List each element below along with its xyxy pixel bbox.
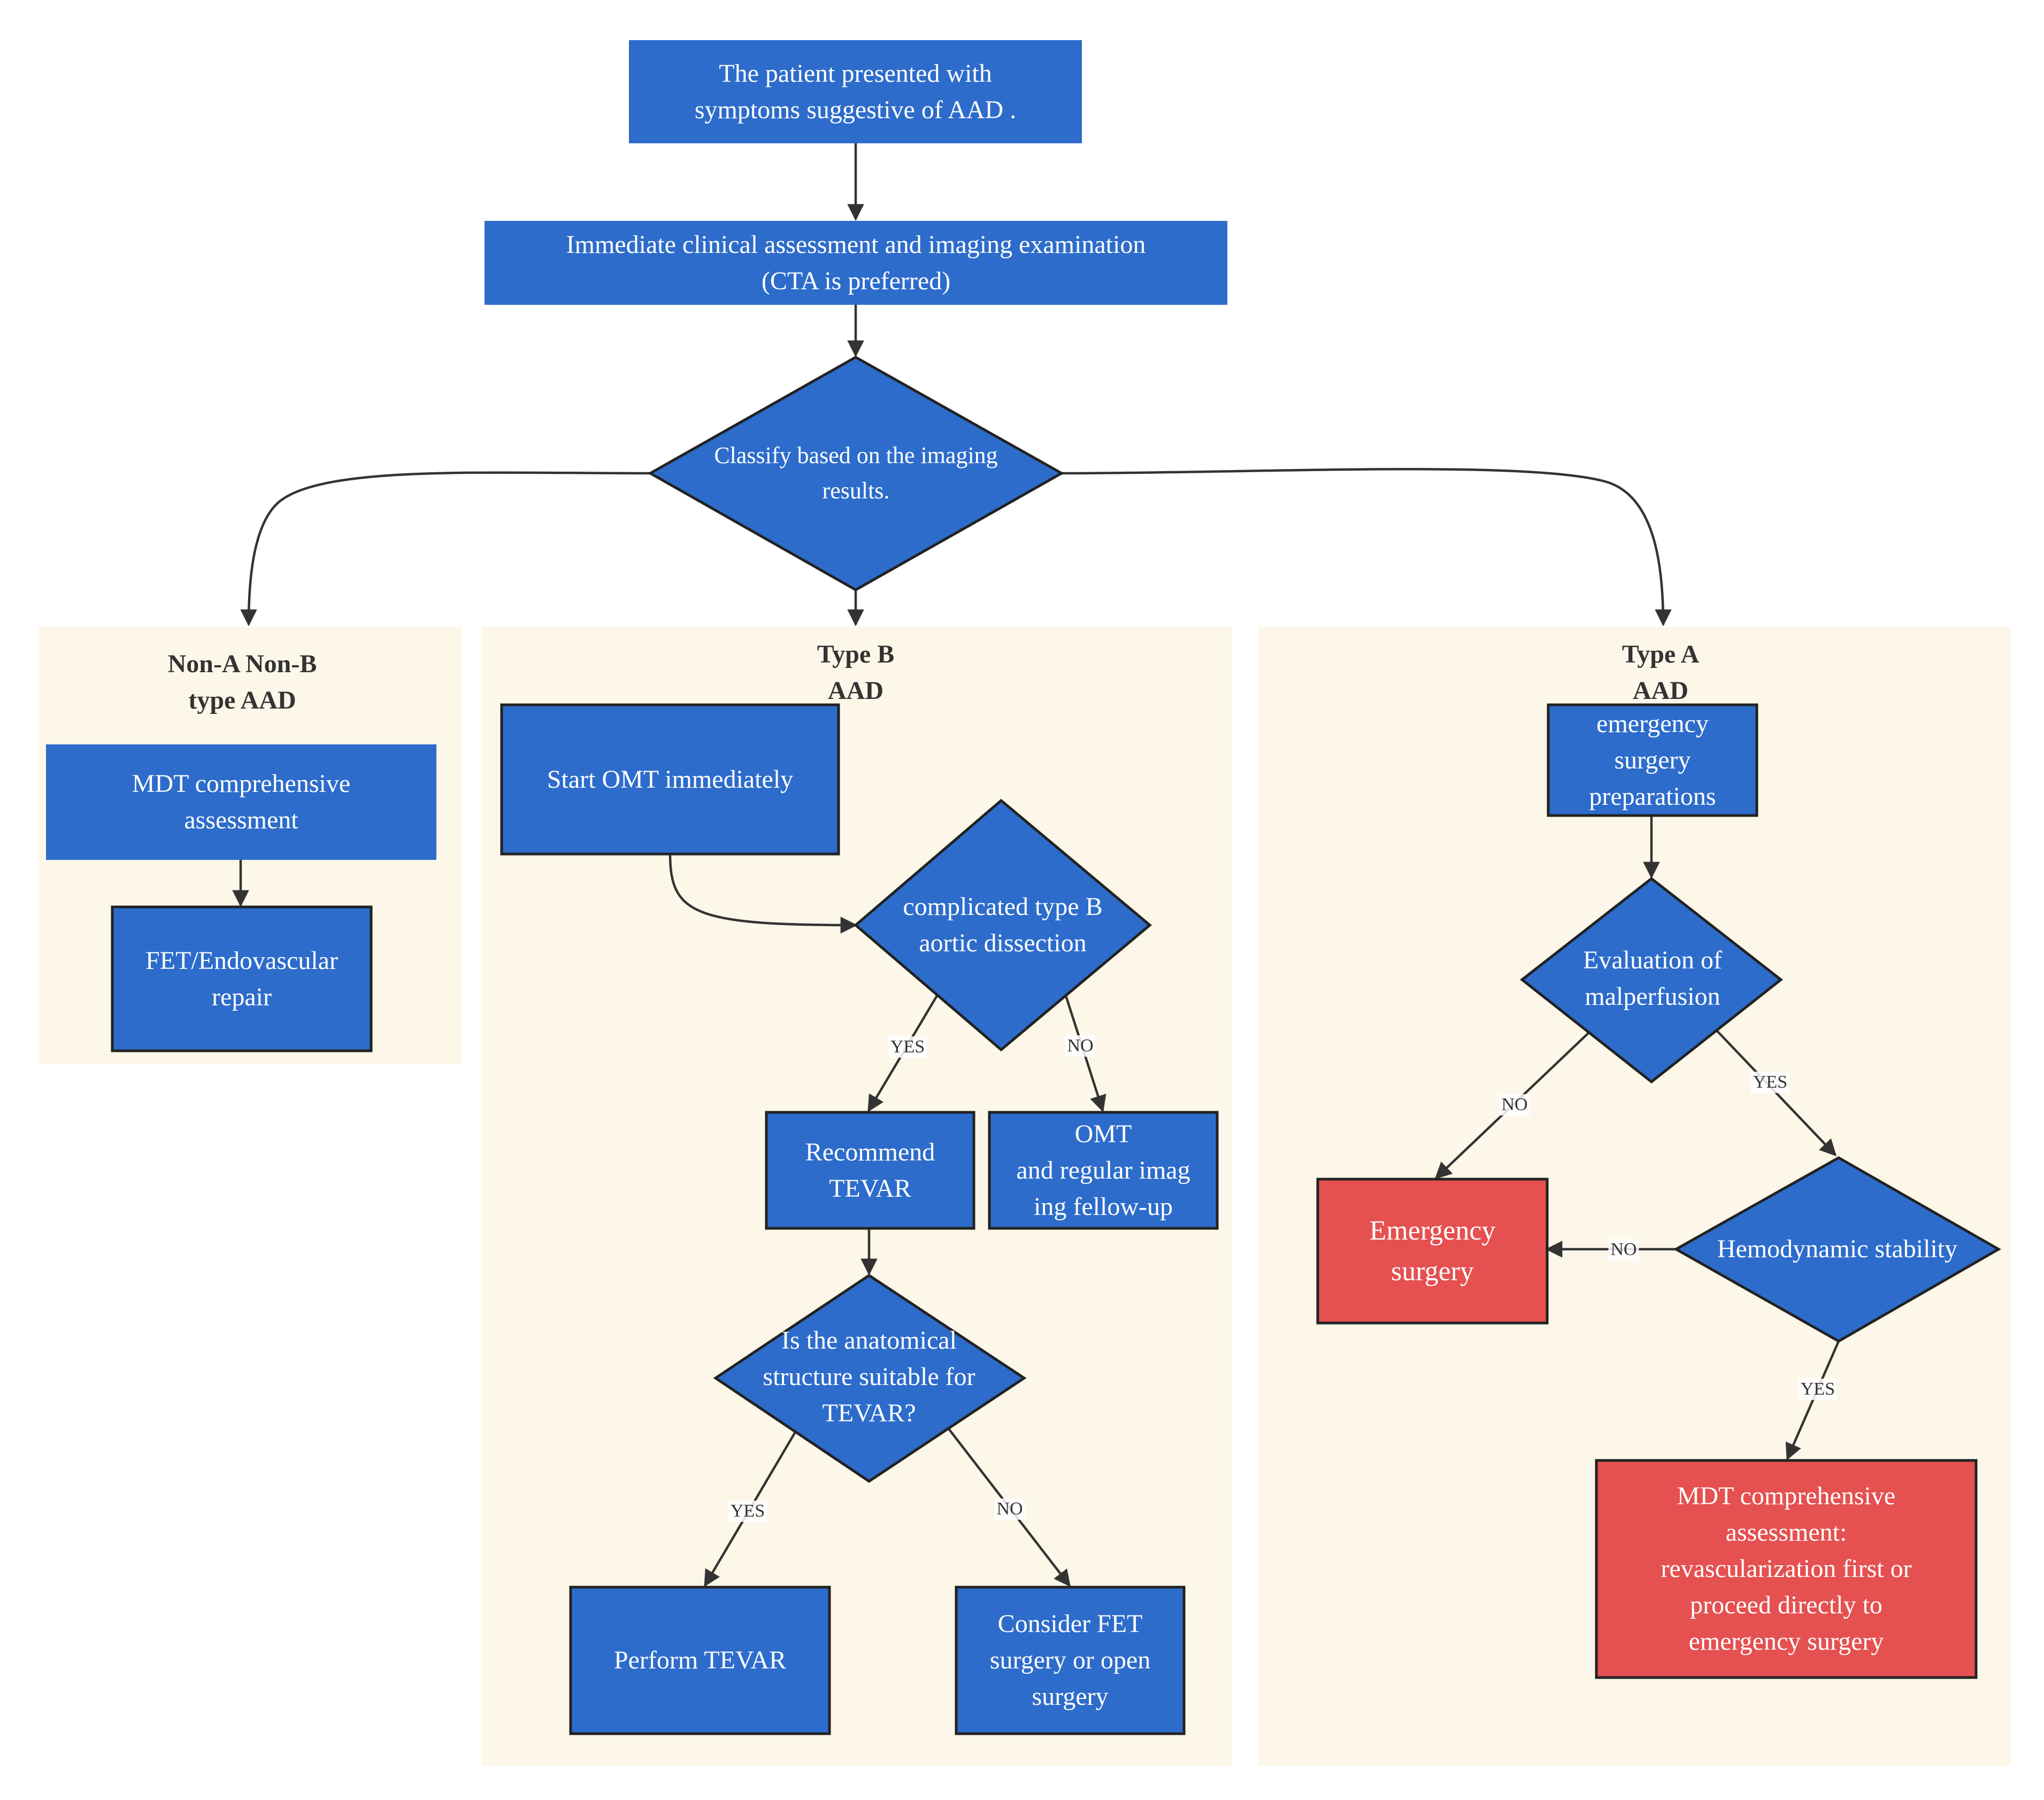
node-consider-fet-label: Consider FET surgery or open surgery <box>989 1610 1151 1711</box>
node-classify-label: Classify based on the imaging results. <box>714 442 998 504</box>
edge-label-complicated-no: NO <box>1065 1035 1096 1057</box>
node-classify-shape[interactable] <box>647 356 1065 591</box>
nodes <box>46 40 2002 1735</box>
node-anatomy-label: Is the anatomical structure suitable for… <box>763 1326 975 1427</box>
node-hemodynamic-label: Hemodynamic stability <box>1717 1235 1958 1263</box>
node-emergency-prep-label: emergency surgery preparations <box>1589 709 1716 811</box>
node-mdt-nonab-label: MDT comprehensive assessment <box>132 770 351 834</box>
node-consider-fet-shape[interactable] <box>955 1586 1186 1735</box>
node-mdt-revasc-shape[interactable] <box>1595 1459 1978 1679</box>
node-omt-start-label: Start OMT immediately <box>547 765 794 794</box>
edge-classify-to-type-a <box>1061 468 1672 627</box>
node-fet-endo-label: FET/Endovascular repair <box>145 946 338 1011</box>
node-omt-imaging-label: OMT and regular imag ing fellow-up <box>1016 1119 1190 1221</box>
node-omt-imaging-shape[interactable] <box>988 1111 1219 1230</box>
node-start-shape[interactable] <box>629 40 1082 143</box>
group-type-b-title: Type B AAD <box>817 640 895 705</box>
edge-label-hemodynamic-no: NO <box>1608 1239 1639 1260</box>
edge-label-malperfusion-no: NO <box>1499 1094 1530 1116</box>
node-omt-start-shape[interactable] <box>500 703 840 856</box>
node-fet-endo-shape[interactable] <box>111 905 373 1052</box>
group-type-a-title: Type A AAD <box>1622 640 1700 705</box>
node-assess-shape[interactable] <box>485 221 1227 305</box>
node-mdt-nonab-shape[interactable] <box>46 744 436 860</box>
group-non-ab-title: Non-A Non-B type AAD <box>167 650 317 714</box>
node-perform-tevar-label: Perform TEVAR <box>613 1646 787 1674</box>
node-malperfusion-shape[interactable] <box>1519 876 1784 1084</box>
edge-omt-to-complicated <box>668 853 858 934</box>
node-complicated-b-shape[interactable] <box>854 798 1152 1052</box>
node-mdt-revasc-label: MDT comprehensive assessment: revascular… <box>1661 1482 1912 1656</box>
edge-label-malperfusion-yes: YES <box>1750 1072 1790 1093</box>
edge-hemodynamic-to-mdt <box>1785 1341 1840 1460</box>
node-perform-tevar-shape[interactable] <box>569 1586 831 1735</box>
node-recommend-tevar-label: Recommend TEVAR <box>805 1137 935 1203</box>
node-recommend-tevar-shape[interactable] <box>765 1111 975 1230</box>
node-emergency-prep-shape[interactable] <box>1547 703 1758 817</box>
node-emergency-surgery-label: Emergency surgery <box>1369 1215 1496 1287</box>
node-emergency-surgery-shape[interactable] <box>1316 1178 1549 1325</box>
node-hemodynamic-shape[interactable] <box>1673 1156 2002 1343</box>
edge-label-anatomy-yes: YES <box>728 1501 767 1522</box>
node-anatomy-shape[interactable] <box>713 1273 1027 1483</box>
edge-classify-to-non-ab <box>240 471 651 627</box>
edge-label-anatomy-no: NO <box>994 1498 1025 1520</box>
node-complicated-b-label: complicated type B aortic dissection <box>903 893 1103 957</box>
node-start-label: The patient presented with symptoms sugg… <box>694 59 1017 124</box>
edge-label-hemodynamic-yes: YES <box>1798 1379 1838 1400</box>
node-assess-label: Immediate clinical assessment and imagin… <box>566 230 1146 295</box>
node-malperfusion-label: Evaluation of malperfusion <box>1583 946 1722 1011</box>
edge-label-complicated-yes: YES <box>888 1036 927 1058</box>
